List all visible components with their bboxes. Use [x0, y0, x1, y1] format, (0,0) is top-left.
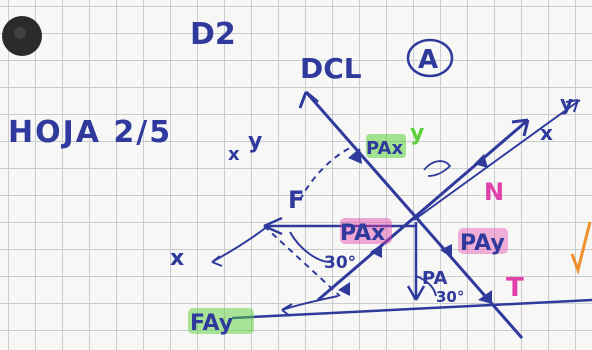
curl-arrow-x — [211, 225, 269, 267]
highlight-pink-left — [340, 218, 392, 244]
binder-hole-glint — [14, 27, 26, 39]
scribble — [423, 160, 452, 177]
axis-label-y-right: y — [560, 91, 573, 115]
axis-y-right — [413, 99, 581, 221]
highlight-green-bottom — [188, 308, 254, 334]
highlight-pink-right — [458, 228, 508, 254]
body-label: A — [418, 45, 438, 75]
tick-mark-2 — [474, 154, 488, 168]
tick-mark-5 — [370, 244, 382, 258]
tick-mark-6 — [478, 290, 492, 304]
check-mark-icon — [570, 221, 592, 276]
label-weight-y: PAy — [460, 231, 505, 256]
label-tension: T — [506, 273, 524, 303]
label-normal: N — [484, 178, 504, 206]
arrowhead-normal — [298, 90, 319, 109]
arrowhead-weight — [406, 285, 426, 301]
tick-mark-1 — [348, 148, 362, 164]
label-friction: F — [288, 186, 304, 214]
angle-left-label: 30° — [324, 253, 356, 273]
label-friction-ang: FAy — [190, 311, 233, 336]
projection-dashed-upper — [299, 147, 351, 201]
axis-label-x-left: x — [228, 144, 240, 165]
label-y-green: y — [410, 121, 424, 146]
diagram-title: DCL — [300, 52, 362, 85]
sheet-label: HOJA 2/5 — [8, 115, 172, 150]
tick-mark-3 — [440, 244, 452, 258]
axis-diagonal-up — [317, 118, 529, 302]
arrowhead-x-right — [511, 118, 530, 137]
angle-bottom-label: 30° — [436, 288, 464, 306]
highlight-green-top — [366, 134, 406, 158]
label-weight-parallel: PAx — [366, 138, 403, 159]
angle-arc-left — [289, 231, 331, 263]
tick-mark-4 — [338, 282, 350, 296]
axis-label-y-left: y — [248, 129, 262, 154]
arrowhead-y-right — [565, 99, 579, 113]
curl-arrow-fay — [281, 295, 339, 317]
label-weight: PA — [422, 268, 448, 289]
body-label-circle — [406, 38, 454, 78]
ground-line — [231, 298, 592, 320]
axis-label-x-lower: x — [170, 246, 184, 271]
label-weight-x: PAx — [340, 221, 385, 246]
problem-number: D2 — [190, 17, 236, 52]
angle-arc-bottom — [415, 275, 437, 297]
